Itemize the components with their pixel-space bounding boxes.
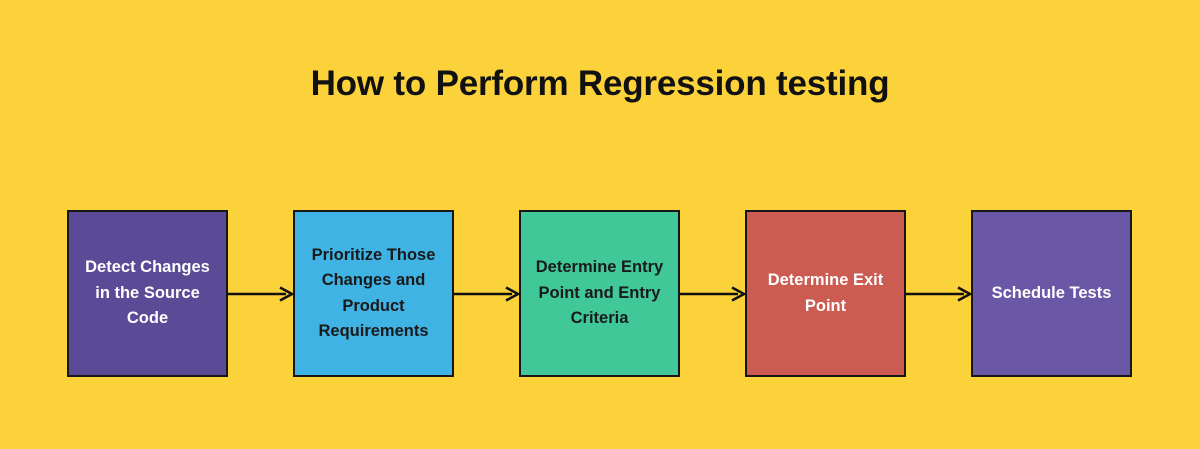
page-title: How to Perform Regression testing [310, 64, 890, 103]
flow-step-2-label: Prioritize Those Changes and Product Req… [311, 245, 436, 341]
flowchart-steps: Detect Changes in the Source Code Priori… [0, 210, 1200, 377]
flow-step-5[interactable]: Schedule Tests [971, 210, 1132, 377]
arrow-right-icon-4 [906, 286, 973, 302]
arrow-right-icon-2 [454, 286, 521, 302]
flow-step-1-label: Detect Changes in the Source Code [85, 258, 210, 328]
flow-step-5-label: Schedule Tests [991, 283, 1112, 302]
arrow-right-icon-1 [228, 286, 295, 302]
arrow-right-icon-3 [680, 286, 747, 302]
flow-step-1[interactable]: Detect Changes in the Source Code [67, 210, 228, 377]
flow-step-3[interactable]: Determine Entry Point and Entry Criteria [519, 210, 680, 377]
flow-step-4-label: Determine Exit Point [767, 271, 884, 315]
flow-step-3-label: Determine Entry Point and Entry Criteria [535, 258, 664, 328]
flow-step-4[interactable]: Determine Exit Point [745, 210, 906, 377]
flow-step-2[interactable]: Prioritize Those Changes and Product Req… [293, 210, 454, 377]
